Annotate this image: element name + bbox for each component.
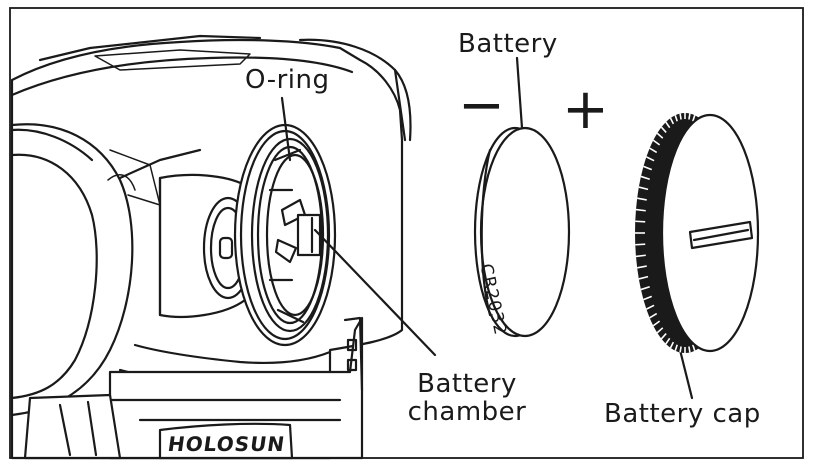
knurl-ridge bbox=[674, 115, 678, 122]
knurl-ridge bbox=[679, 346, 682, 353]
knurl-ridge bbox=[669, 341, 675, 349]
sight-body bbox=[10, 34, 412, 460]
knurl-ridge bbox=[656, 327, 664, 334]
knurl-ridge bbox=[643, 165, 653, 171]
battery-coin-cell bbox=[473, 126, 571, 338]
o-ring-shape bbox=[250, 137, 330, 333]
knurl-ridge bbox=[652, 139, 661, 146]
battery-cap bbox=[635, 113, 760, 353]
knurl-ridge bbox=[649, 147, 658, 154]
knurl-ridge bbox=[640, 175, 650, 181]
knurl-ridge bbox=[635, 208, 646, 212]
battery-cap-label: Battery cap bbox=[604, 399, 761, 429]
knurl-ridge bbox=[692, 115, 696, 122]
o-ring-label: O-ring bbox=[245, 65, 330, 95]
knurl-ridge bbox=[635, 220, 646, 223]
diagram-frame bbox=[9, 7, 804, 459]
battery-chamber-label-line1: Battery bbox=[417, 369, 517, 399]
knurl-ridge bbox=[665, 121, 671, 129]
battery-chamber-shape bbox=[265, 153, 325, 317]
knurl-ridge bbox=[660, 126, 667, 133]
knurl-ridge bbox=[640, 285, 650, 291]
knurl-ridge bbox=[669, 117, 675, 125]
knurl-ridge bbox=[652, 320, 661, 327]
knurl-ridge bbox=[637, 197, 647, 201]
o-ring-leader bbox=[280, 96, 292, 162]
battery-leader bbox=[515, 56, 524, 130]
knurl-ridge bbox=[635, 243, 646, 246]
knurl-ridge bbox=[692, 344, 696, 351]
knurl-ridge bbox=[638, 275, 649, 280]
knurl-ridge bbox=[688, 113, 691, 120]
minus-sign: − bbox=[458, 73, 505, 138]
battery-label: Battery bbox=[458, 29, 558, 59]
battery-cap-leader bbox=[678, 348, 694, 400]
knurl-ridge bbox=[674, 344, 678, 351]
sight-logo: HOLOSUN bbox=[166, 432, 287, 456]
knurl-ridge bbox=[649, 312, 658, 319]
knurl-ridge bbox=[637, 265, 647, 269]
knurl-ridge bbox=[645, 304, 655, 310]
plus-sign: + bbox=[562, 77, 609, 142]
knurl-ridge bbox=[679, 113, 682, 120]
knurl-ridge bbox=[643, 295, 653, 301]
knurl-ridge bbox=[688, 346, 691, 353]
battery-chamber-label-line2: chamber bbox=[407, 397, 527, 427]
battery-chamber-label: Battery chamber bbox=[396, 370, 538, 426]
knurl-ridge bbox=[660, 333, 667, 340]
knurl-ridge bbox=[665, 337, 671, 345]
battery-chamber-leader bbox=[313, 228, 437, 357]
knurl-ridge bbox=[645, 156, 655, 162]
knurl-ridge bbox=[656, 132, 664, 139]
knurl-ridge bbox=[635, 254, 646, 258]
knurl-ridge bbox=[638, 186, 649, 191]
